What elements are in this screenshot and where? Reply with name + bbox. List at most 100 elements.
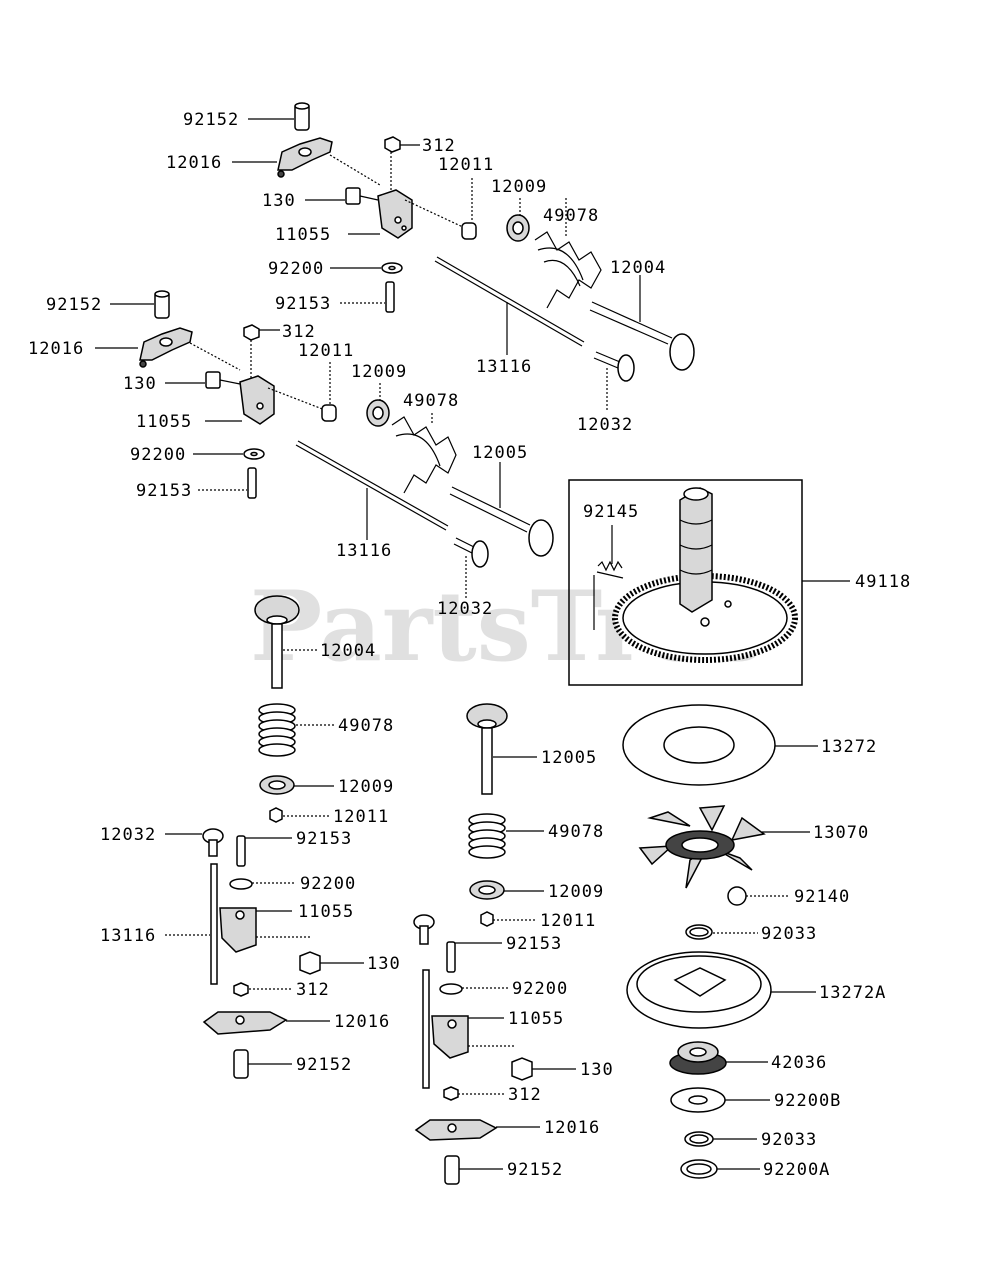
callout-12005: 12005 [541, 748, 597, 768]
stud-92153-mid [247, 467, 257, 499]
callout-13116: 13116 [336, 541, 392, 561]
pushrod-13116-left [210, 863, 218, 985]
spring-49078-ctr [468, 813, 506, 859]
ball-92140 [727, 886, 747, 906]
callout-12016: 12016 [166, 153, 222, 173]
callout-12009: 12009 [338, 777, 394, 797]
callout-12004: 12004 [610, 258, 666, 278]
center-valve-stack [413, 703, 576, 1185]
bolt-130-ctr [511, 1057, 533, 1081]
callout-49078: 49078 [403, 391, 459, 411]
callout-312: 312 [422, 136, 456, 156]
bolt-130-left [299, 951, 321, 975]
callout-11055: 11055 [298, 902, 354, 922]
callout-12016: 12016 [334, 1012, 390, 1032]
bracket-11055-left [219, 907, 257, 953]
callout-12011: 12011 [298, 341, 354, 361]
nut-312-ctr [443, 1086, 459, 1101]
callout-92152: 92152 [296, 1055, 352, 1075]
cap-12011-top [461, 222, 477, 240]
callout-92200: 92200 [130, 445, 186, 465]
washer-92200-ctr [439, 983, 463, 995]
callout-13116: 13116 [100, 926, 156, 946]
callout-92153: 92153 [296, 829, 352, 849]
pushrod-13116-ctr [422, 969, 430, 1089]
nut-312-left [233, 982, 249, 997]
rocker-arm-12016-left [202, 1011, 288, 1035]
callout-12032: 12032 [437, 599, 493, 619]
callout-12011: 12011 [438, 155, 494, 175]
callout-12009: 12009 [548, 882, 604, 902]
callout-92033: 92033 [761, 924, 817, 944]
callout-92153: 92153 [506, 934, 562, 954]
callout-12004: 12004 [320, 641, 376, 661]
callout-12016: 12016 [28, 339, 84, 359]
callout-49078: 49078 [548, 822, 604, 842]
pin-92152-ctr [444, 1155, 460, 1185]
callout-92200B: 92200B [774, 1091, 841, 1111]
callout-12011: 12011 [540, 911, 596, 931]
callout-49078: 49078 [543, 206, 599, 226]
cap-12011-left [269, 807, 283, 823]
callout-42036: 42036 [771, 1053, 827, 1073]
valve-12004-top [669, 333, 695, 371]
callout-13272: 13272 [821, 737, 877, 757]
spring-49078-left [258, 703, 296, 757]
callout-11055: 11055 [508, 1009, 564, 1029]
callout-92153: 92153 [275, 294, 331, 314]
callout-312: 312 [508, 1085, 542, 1105]
spring-92145 [597, 560, 623, 572]
callout-92200: 92200 [512, 979, 568, 999]
callout-12032: 12032 [577, 415, 633, 435]
camshaft-assembly [568, 479, 850, 686]
top-rocker-assembly [232, 102, 695, 410]
callout-49078: 49078 [338, 716, 394, 736]
callout-13272A: 13272A [819, 983, 886, 1003]
callout-12009: 12009 [491, 177, 547, 197]
callout-12016: 12016 [544, 1118, 600, 1138]
callout-12009: 12009 [351, 362, 407, 382]
left-valve-stack [165, 595, 364, 1079]
callout-92145: 92145 [583, 502, 639, 522]
callout-92200: 92200 [300, 874, 356, 894]
callout-92153: 92153 [136, 481, 192, 501]
callout-12005: 12005 [472, 443, 528, 463]
valve-12005-mid [528, 519, 554, 557]
callout-13070: 13070 [813, 823, 869, 843]
valve-stem-left [271, 623, 283, 689]
weight-holder-13070 [638, 805, 766, 889]
callout-130: 130 [123, 374, 157, 394]
callout-92152: 92152 [183, 110, 239, 130]
callout-12011: 12011 [333, 807, 389, 827]
stud-92153-top [385, 281, 395, 313]
callout-12032: 12032 [100, 825, 156, 845]
camshaft-49118 [679, 487, 713, 613]
callout-92152: 92152 [46, 295, 102, 315]
camshaft-box [568, 479, 803, 686]
callout-92152: 92152 [507, 1160, 563, 1180]
nut-312-mid [243, 324, 260, 341]
gear-42036 [669, 1041, 727, 1075]
spring-49078-top [534, 231, 602, 309]
callout-92200: 92200 [268, 259, 324, 279]
callout-labels: 92152 12016 312 12011 130 12009 49078 11… [28, 110, 910, 1180]
callout-130: 130 [580, 1060, 614, 1080]
callout-92033: 92033 [761, 1130, 817, 1150]
callout-13116: 13116 [476, 357, 532, 377]
nut-312-top [384, 136, 401, 153]
callout-312: 312 [296, 980, 330, 1000]
tappet-12032-top [617, 354, 635, 382]
valve-stem-ctr [481, 727, 493, 795]
callout-11055: 11055 [275, 225, 331, 245]
tappet-12032-mid [471, 540, 489, 568]
stud-92153-left [236, 835, 246, 867]
bracket-11055-ctr [431, 1015, 469, 1059]
bracket-11055-mid [239, 375, 275, 425]
pin-92152-left [233, 1049, 249, 1079]
callout-130: 130 [262, 191, 296, 211]
bracket-11055-top [377, 189, 413, 239]
stud-92153-ctr [446, 941, 456, 973]
callout-92140: 92140 [794, 887, 850, 907]
callout-130: 130 [367, 954, 401, 974]
